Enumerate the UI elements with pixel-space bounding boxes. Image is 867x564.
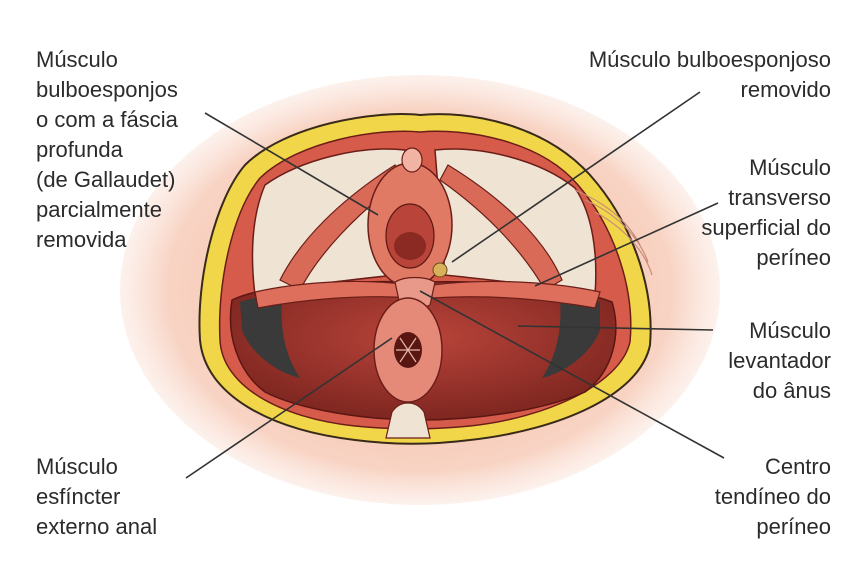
label-bulboesponjoso-fascia: Músculo bulboesponjos o com a fáscia pro… xyxy=(36,47,178,252)
leader-bulbo-fascia xyxy=(204,112,379,216)
clitoris xyxy=(401,147,423,173)
leader-esfincter xyxy=(185,337,393,479)
ischioanal-left xyxy=(240,297,300,378)
label-levantador-anus: Músculo levantador do ânus xyxy=(728,318,831,403)
label-esfincter-anal: Músculo esfíncter externo anal xyxy=(36,454,158,539)
leader-transverso xyxy=(534,202,719,287)
anococcygeal-body xyxy=(385,402,431,439)
leader-centro xyxy=(419,290,725,459)
vestibular-gland xyxy=(432,262,448,278)
label-transverso-superficial: Músculo transverso superficial do períne… xyxy=(701,155,831,270)
vaginal-inner xyxy=(394,232,426,260)
leader-levantador xyxy=(517,325,714,331)
anal-folds xyxy=(396,337,420,363)
label-bulboesponjoso-removido: Músculo bulboesponjoso removido xyxy=(588,47,831,102)
ischioanal-right xyxy=(542,297,600,378)
leader-bulbo-removido xyxy=(451,91,701,263)
label-centro-tendineo: Centro tendíneo do períneo xyxy=(714,454,831,539)
